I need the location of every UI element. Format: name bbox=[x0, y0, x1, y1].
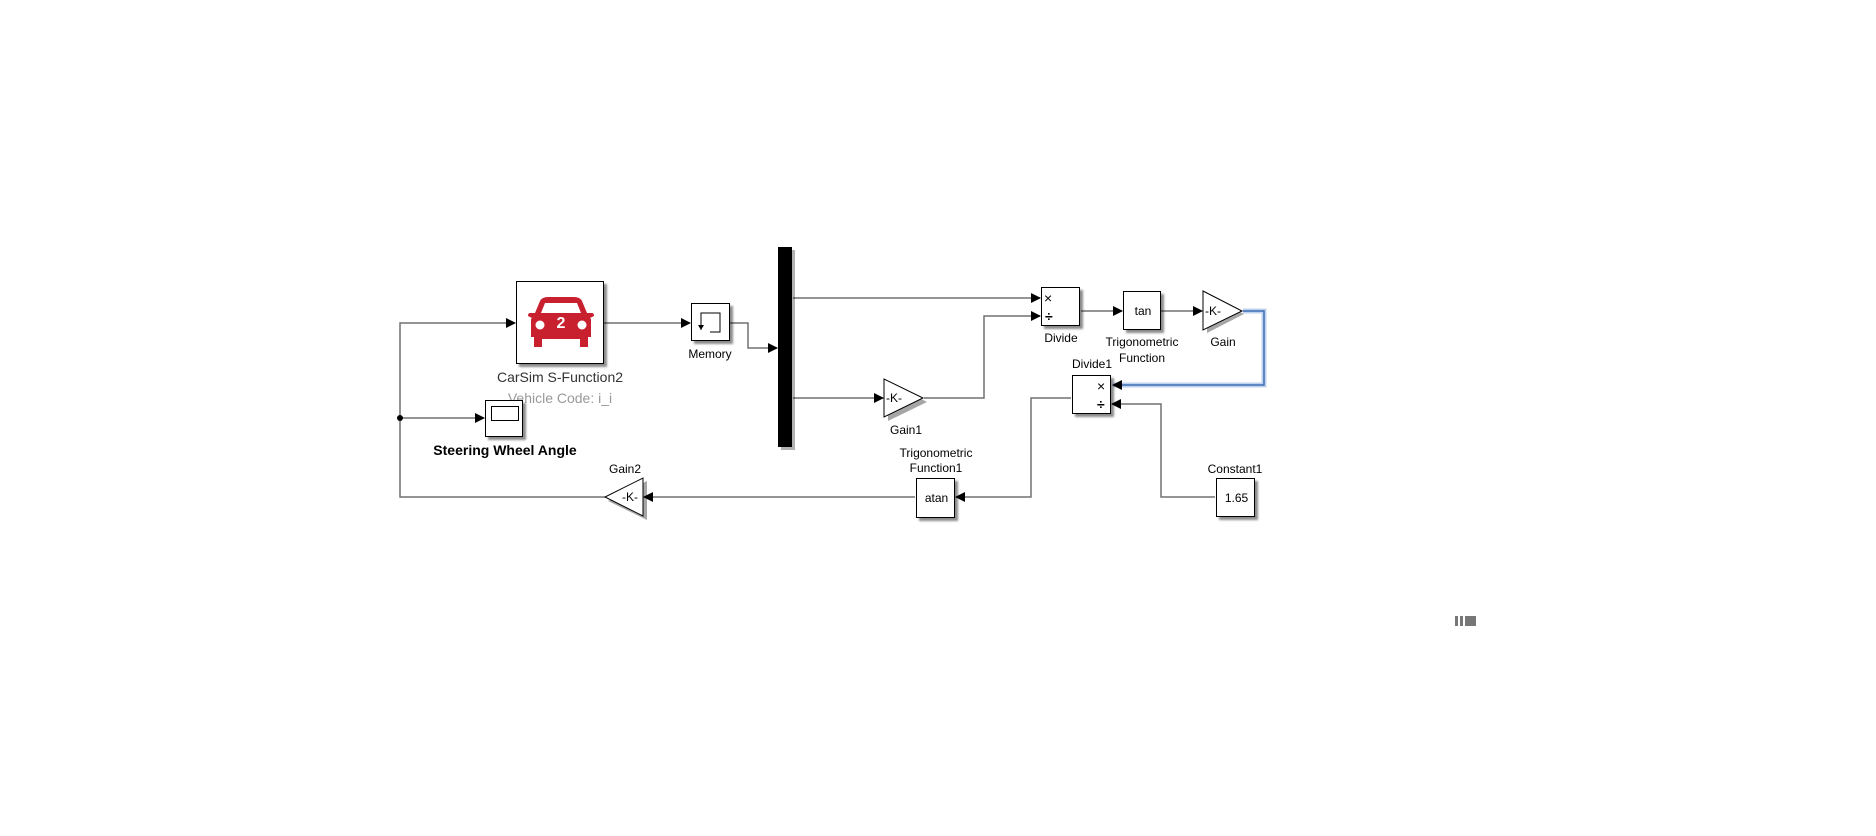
mux-block[interactable] bbox=[778, 247, 792, 447]
car-icon bbox=[528, 297, 594, 347]
signal-line-divide1-to-atan[interactable] bbox=[955, 397, 1071, 502]
gain2-block[interactable] bbox=[603, 477, 647, 520]
trig1-function-name: atan bbox=[924, 491, 949, 505]
constant1-label: Constant1 bbox=[1207, 462, 1263, 476]
divide1-block[interactable]: × ÷ bbox=[1072, 375, 1111, 414]
scope-icon bbox=[491, 406, 519, 421]
signal-line-gain-to-divide1[interactable] bbox=[1112, 310, 1265, 390]
signal-line-memory-to-mux[interactable] bbox=[730, 322, 778, 353]
memory-label: Memory bbox=[688, 347, 732, 361]
gain-value: -K- bbox=[1205, 304, 1221, 318]
constant1-value: 1.65 bbox=[1224, 491, 1249, 505]
gain1-value: -K- bbox=[886, 391, 902, 405]
trig-label-line1: Trigonometric bbox=[1105, 335, 1179, 349]
divide-multiply-op: × bbox=[1044, 290, 1053, 306]
branch-point bbox=[397, 415, 403, 421]
divide1-label: Divide1 bbox=[1071, 357, 1113, 371]
signal-line-gain2-to-carsim[interactable] bbox=[399, 318, 605, 498]
signal-line-gain1-to-divide[interactable] bbox=[924, 311, 1041, 399]
trig-function-block[interactable]: tan bbox=[1123, 291, 1161, 330]
divide1-divide-op: ÷ bbox=[1097, 396, 1105, 412]
constant1-block[interactable]: 1.65 bbox=[1216, 478, 1255, 517]
carsim-icon-number: 2 bbox=[556, 315, 566, 332]
gain-label: Gain bbox=[1210, 335, 1236, 349]
trig-function-name: tan bbox=[1134, 304, 1152, 318]
gain1-block[interactable] bbox=[883, 378, 927, 421]
gain2-value: -K- bbox=[622, 490, 638, 504]
explorer-bar-icon[interactable] bbox=[1455, 616, 1476, 626]
signal-line-constant-to-divide1[interactable] bbox=[1111, 399, 1215, 498]
carsim-sublabel: Vehicle Code: i_i bbox=[507, 390, 613, 406]
trig-label-line2: Function bbox=[1118, 351, 1166, 365]
gain1-label: Gain1 bbox=[889, 423, 923, 437]
memory-icon bbox=[698, 312, 721, 333]
divide-block[interactable]: × ÷ bbox=[1041, 287, 1080, 326]
scope-block[interactable] bbox=[485, 400, 523, 437]
divide-label: Divide bbox=[1044, 331, 1078, 345]
memory-block[interactable] bbox=[691, 303, 730, 341]
trig-function1-block[interactable]: atan bbox=[916, 478, 955, 518]
divide1-multiply-op: × bbox=[1097, 378, 1106, 394]
trig1-label-line1: Trigonometric bbox=[899, 446, 973, 460]
gain-block[interactable] bbox=[1202, 290, 1244, 333]
gain2-label: Gain2 bbox=[608, 462, 642, 476]
carsim-s-function-block[interactable]: 2 bbox=[516, 281, 604, 364]
scope-label: Steering Wheel Angle bbox=[433, 442, 577, 458]
trig1-label-line2: Function1 bbox=[909, 461, 963, 475]
carsim-label: CarSim S-Function2 bbox=[496, 369, 624, 385]
divide-divide-op: ÷ bbox=[1045, 308, 1053, 324]
